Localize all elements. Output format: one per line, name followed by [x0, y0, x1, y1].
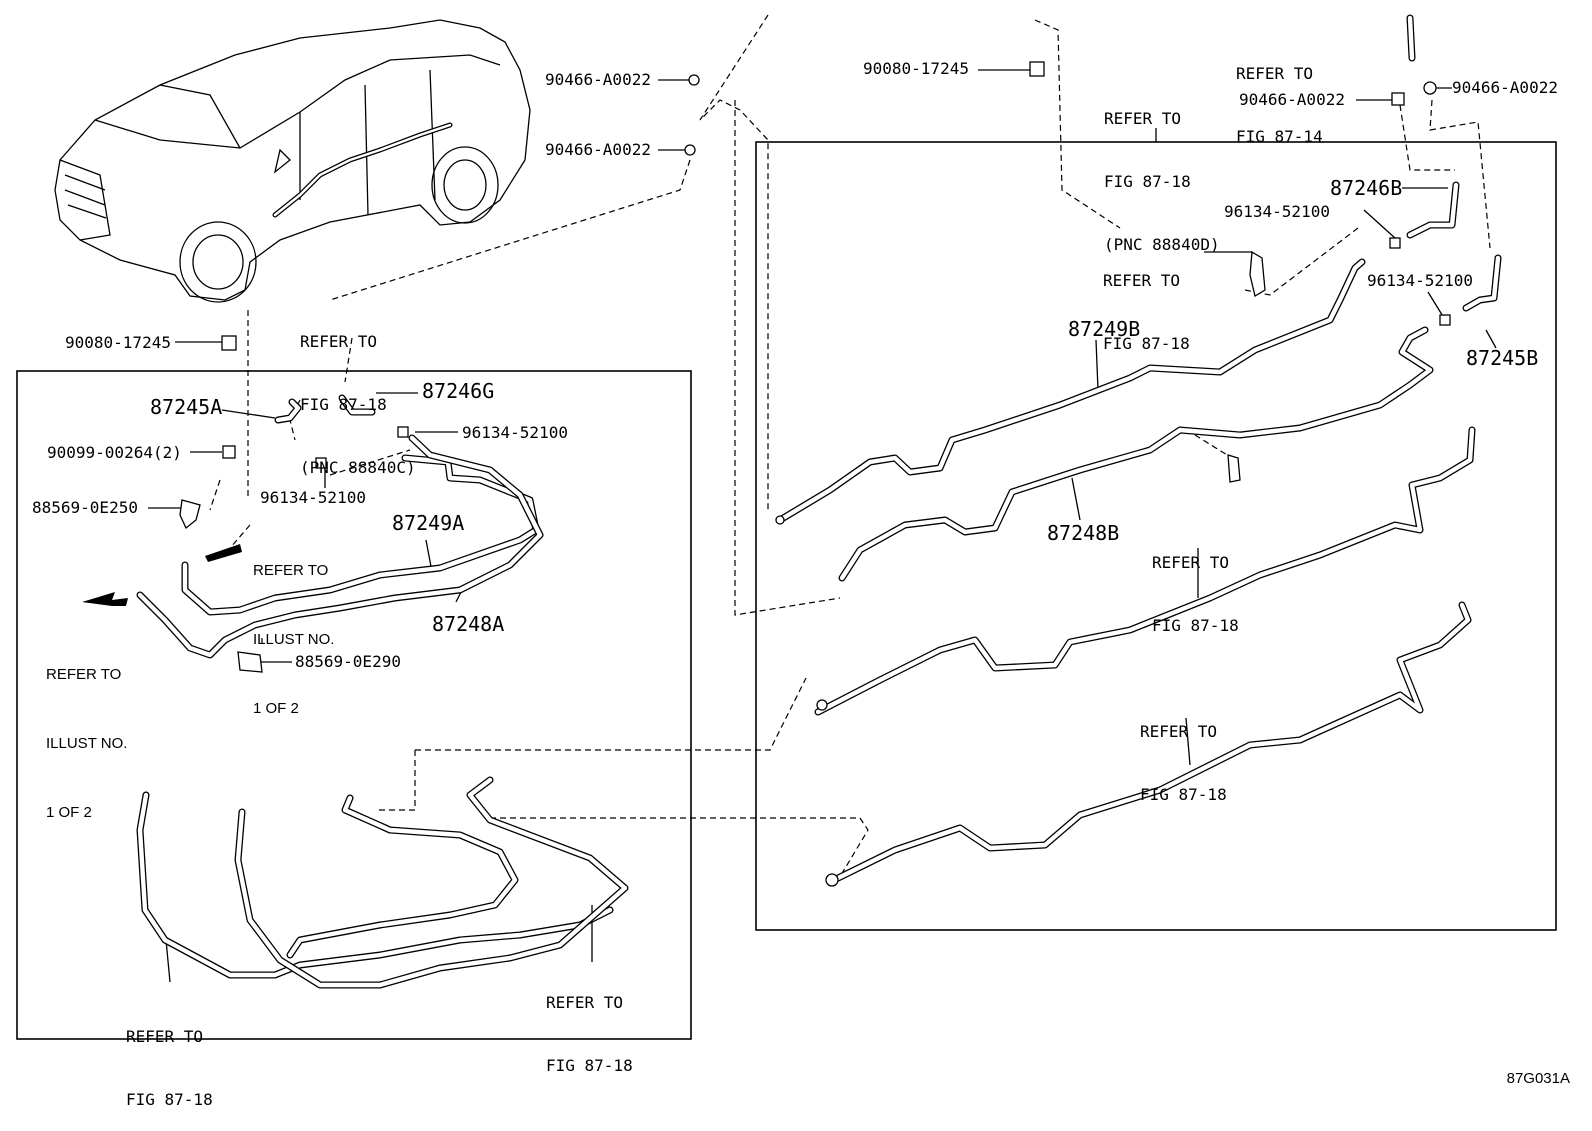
arrow-left-icon [82, 592, 128, 606]
hose-87245A [274, 398, 302, 424]
bolt-90099 [222, 445, 236, 459]
pipe-right-low [826, 601, 1472, 886]
small-parts [179, 61, 1451, 887]
ref-note-fig-87-14[interactable]: REFER TO FIG 87-14 [1236, 64, 1323, 146]
pipe-87248A [136, 434, 544, 659]
label-90466-a0022-r1: 90466-A0022 [1239, 90, 1345, 109]
clamp-90466-r2 [1423, 81, 1437, 95]
label-87245b: 87245B [1466, 346, 1539, 370]
clip-90080-left [221, 335, 237, 351]
label-88569-0e290: 88569-0E290 [295, 652, 401, 671]
arrow-right-icon [205, 544, 242, 562]
label-90080-17245-left: 90080-17245 [65, 333, 171, 352]
fitting-right-mid [816, 699, 828, 711]
clip-96134-c [1389, 237, 1401, 249]
pipe-lower-left-c [286, 794, 519, 959]
hose-87246B [1406, 181, 1460, 239]
pipe-87249A [181, 454, 540, 616]
hose-87245B [1462, 254, 1502, 312]
fitting-87249B-end [775, 515, 785, 525]
ref-note-center-low[interactable]: REFER TO FIG 87-18 [546, 993, 633, 1075]
bracket-right-upper [1249, 250, 1266, 298]
label-87248a: 87248A [432, 612, 505, 636]
parts-diagram-canvas [16, 14, 1557, 1040]
ref-note-88840c[interactable]: REFER TO FIG 87-18 (PNC 88840C) [300, 332, 416, 477]
ref-note-left-low[interactable]: REFER TO FIG 87-18 [126, 1027, 213, 1109]
ref-note-right-mid[interactable]: REFER TO FIG 87-18 [1152, 553, 1239, 635]
label-96134-52100-c: 96134-52100 [1224, 202, 1330, 221]
pipe-87249B [776, 258, 1366, 524]
pipe-right-mid [814, 426, 1476, 716]
label-87246g: 87246G [422, 379, 495, 403]
label-87249a: 87249A [392, 511, 465, 535]
label-90466-a0022-r2: 90466-A0022 [1452, 78, 1558, 97]
ref-note-right-bracket[interactable]: REFER TO FIG 87-18 [1103, 271, 1190, 353]
label-87246b: 87246B [1330, 176, 1403, 200]
clamp-90466-mid [684, 144, 696, 156]
ref-note-illust-a[interactable]: REFER TO ILLUST NO. 1 OF 2 [253, 562, 335, 717]
label-87245a: 87245A [150, 395, 223, 419]
ref-note-88840d[interactable]: REFER TO FIG 87-18 (PNC 88840D) [1104, 109, 1220, 254]
leader-lines [148, 14, 1497, 983]
hose-top-right [1406, 14, 1416, 62]
pipe-lower-left-a [136, 791, 614, 979]
hose-87246G [338, 394, 376, 416]
label-90099-00264: 90099-00264(2) [47, 443, 182, 462]
clamp-90466-r1 [1391, 92, 1405, 106]
left-detail-frame [16, 370, 692, 1040]
label-90466-a0022-mid: 90466-A0022 [545, 140, 651, 159]
vehicle-illustration [54, 19, 531, 303]
bracket-right-mid [1227, 454, 1241, 483]
clip-96134-b [315, 457, 327, 469]
clip-88569-e290 [237, 651, 263, 673]
label-88569-0e250: 88569-0E250 [32, 498, 138, 517]
label-96134-52100-d: 96134-52100 [1367, 271, 1473, 290]
clamp-90466-top [688, 74, 700, 86]
pipe-87248B [838, 326, 1434, 582]
label-90466-a0022-top: 90466-A0022 [545, 70, 651, 89]
clip-96134-d [1439, 314, 1451, 326]
clip-90080-top [1029, 61, 1045, 77]
ref-note-illust-b[interactable]: REFER TO ILLUST NO. 1 OF 2 [46, 666, 128, 821]
bracket-88569-e250 [179, 499, 201, 530]
pipe-lower-left-b [234, 776, 629, 989]
clip-96134-a [397, 426, 409, 438]
label-96134-52100-b: 96134-52100 [260, 488, 366, 507]
ref-note-right-low[interactable]: REFER TO FIG 87-18 [1140, 722, 1227, 804]
label-87248b: 87248B [1047, 521, 1120, 545]
label-90080-17245-top: 90080-17245 [863, 59, 969, 78]
fitting-right-low [825, 873, 839, 887]
label-87249b: 87249B [1068, 317, 1141, 341]
figure-id: 87G031A [1506, 1070, 1570, 1087]
label-96134-52100-a: 96134-52100 [462, 423, 568, 442]
